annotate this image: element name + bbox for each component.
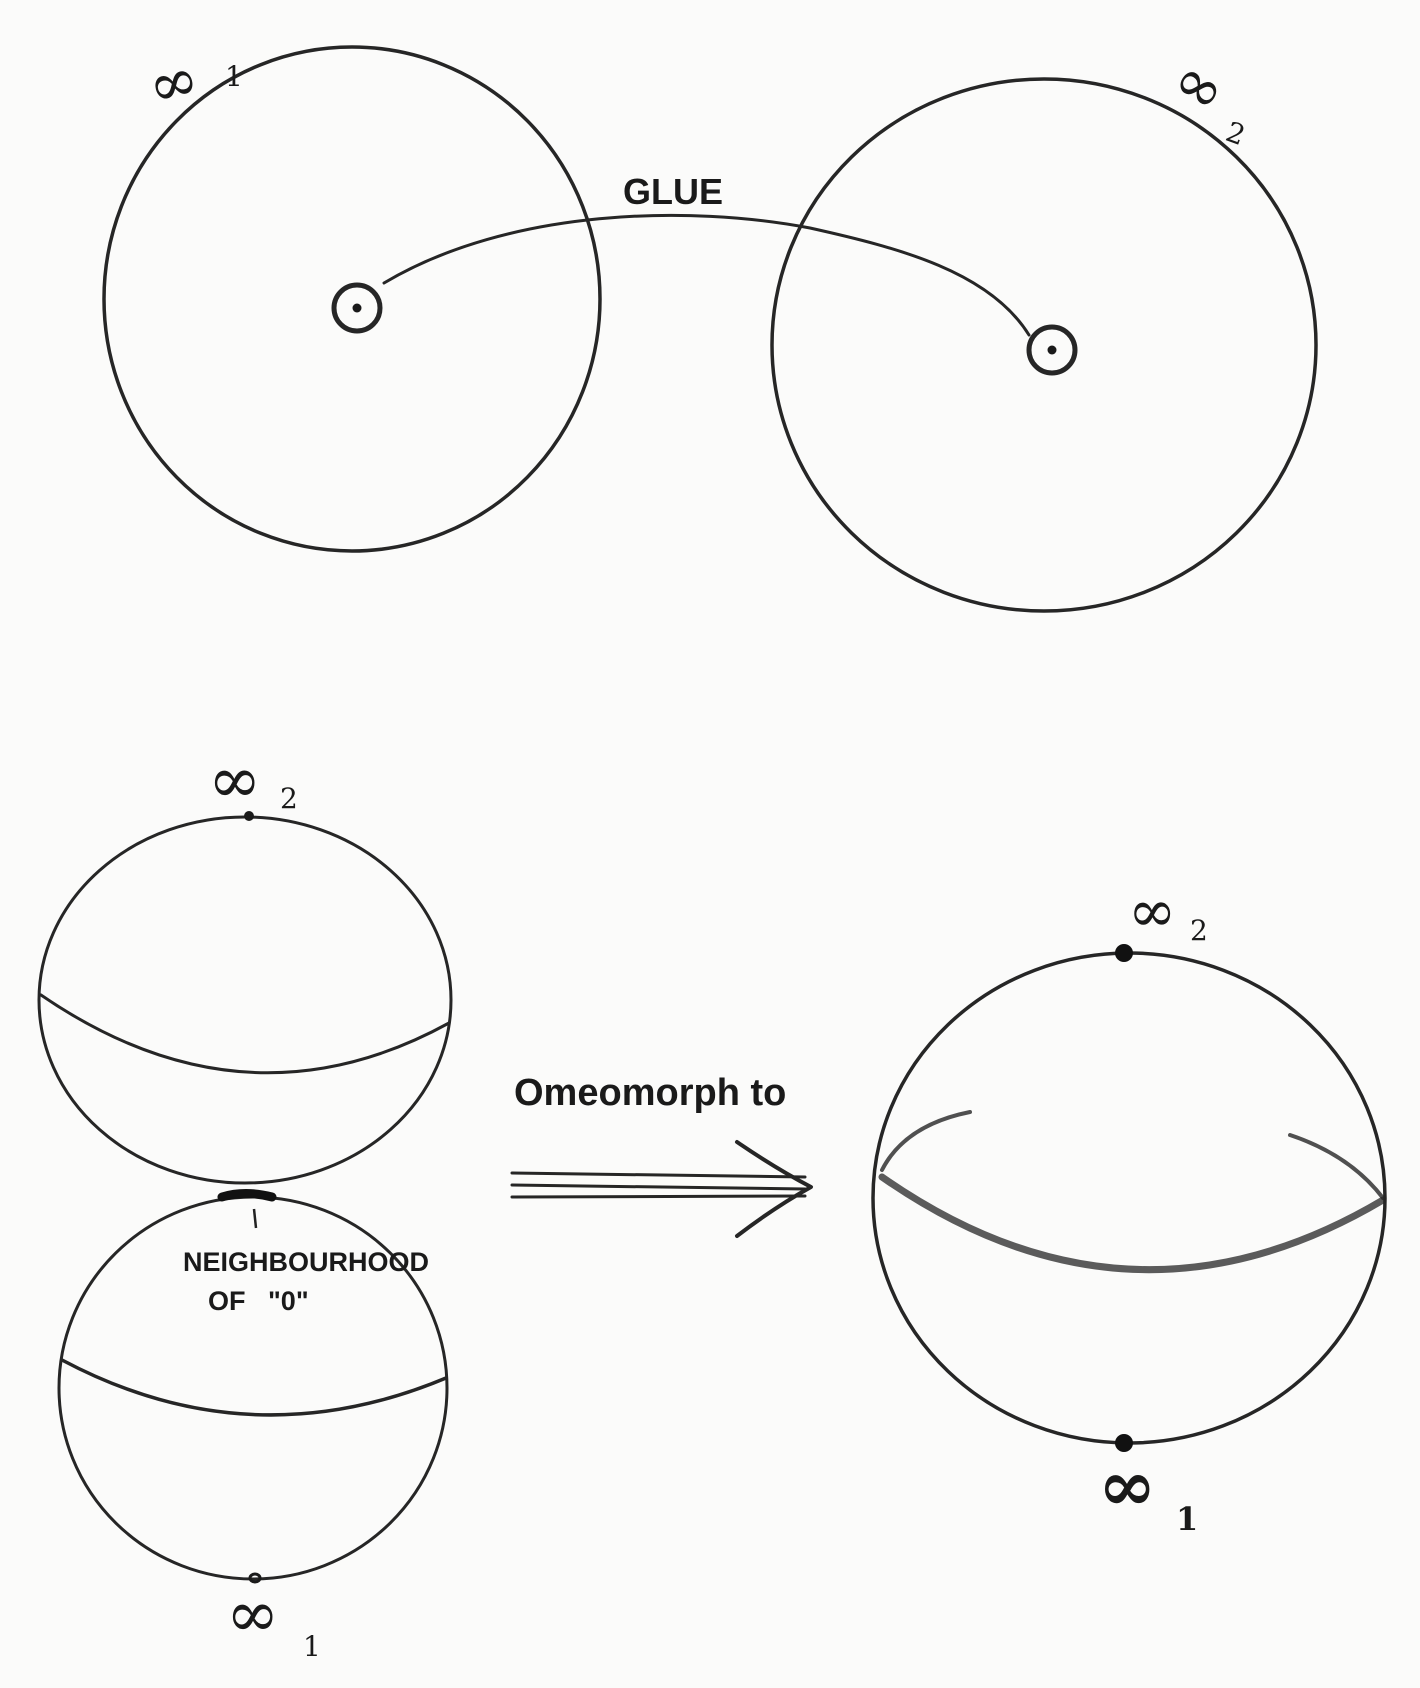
svg-text:2: 2	[1222, 115, 1250, 152]
glued-sphere-back-arc-left	[880, 1110, 972, 1172]
left-circle-infinity-label: ∞ 1	[141, 43, 243, 123]
upper-sphere-equator	[39, 993, 451, 1075]
glued-sphere-top-point	[1115, 944, 1133, 962]
svg-text:2: 2	[1190, 914, 1208, 947]
lower-sphere-bottom-point	[248, 1572, 262, 1584]
neighbourhood-label-line2: OF "0"	[208, 1286, 309, 1316]
upper-sphere-top-point	[244, 811, 254, 821]
arrow-label: Omeomorph to	[514, 1072, 786, 1114]
glued-sphere-bottom-point	[1115, 1434, 1133, 1452]
bottom-left-section: NEIGHBOURHOOD OF "0" ∞ 2 ∞ 1	[37, 744, 453, 1663]
upper-sphere-infinity-label: ∞ 2	[208, 744, 298, 818]
svg-text:1: 1	[225, 60, 243, 93]
svg-text:∞: ∞	[141, 43, 206, 123]
glued-sphere-top-infinity-label: ∞ 2	[1128, 877, 1208, 947]
glued-sphere-equator	[878, 1173, 1387, 1274]
homeomorphism-arrow: Omeomorph to	[510, 1072, 813, 1238]
upper-sphere	[37, 811, 453, 1185]
svg-text:∞: ∞	[226, 1578, 279, 1652]
glue-connector-curve	[382, 213, 1031, 337]
lower-sphere-equator	[60, 1358, 448, 1417]
svg-text:1: 1	[303, 1630, 321, 1663]
contact-neighbourhood-mark	[217, 1189, 277, 1229]
glued-sphere-back-arc-right	[1288, 1133, 1385, 1200]
right-origin-point	[1026, 324, 1078, 376]
svg-text:∞: ∞	[1160, 43, 1239, 129]
svg-text:∞: ∞	[1128, 877, 1176, 945]
glued-sphere-bottom-infinity-label: ∞ 1	[1098, 1444, 1198, 1538]
top-section: GLUE ∞ 1 ∞ 2	[102, 43, 1318, 613]
lower-sphere-infinity-label: ∞ 1	[226, 1578, 321, 1663]
left-origin-point	[331, 282, 383, 334]
svg-text:∞: ∞	[1098, 1444, 1156, 1527]
neighbourhood-label-line1: NEIGHBOURHOOD	[183, 1247, 429, 1277]
glued-sphere	[871, 951, 1387, 1445]
svg-text:1: 1	[1176, 1500, 1198, 1538]
svg-text:2: 2	[280, 782, 298, 815]
glue-label: GLUE	[623, 171, 723, 212]
bottom-right-section: ∞ 2 ∞ 1	[871, 877, 1387, 1538]
left-plane-circle	[102, 45, 602, 553]
right-plane-circle	[770, 77, 1318, 613]
right-circle-infinity-label: ∞ 2	[1160, 43, 1250, 152]
svg-text:∞: ∞	[208, 744, 261, 818]
